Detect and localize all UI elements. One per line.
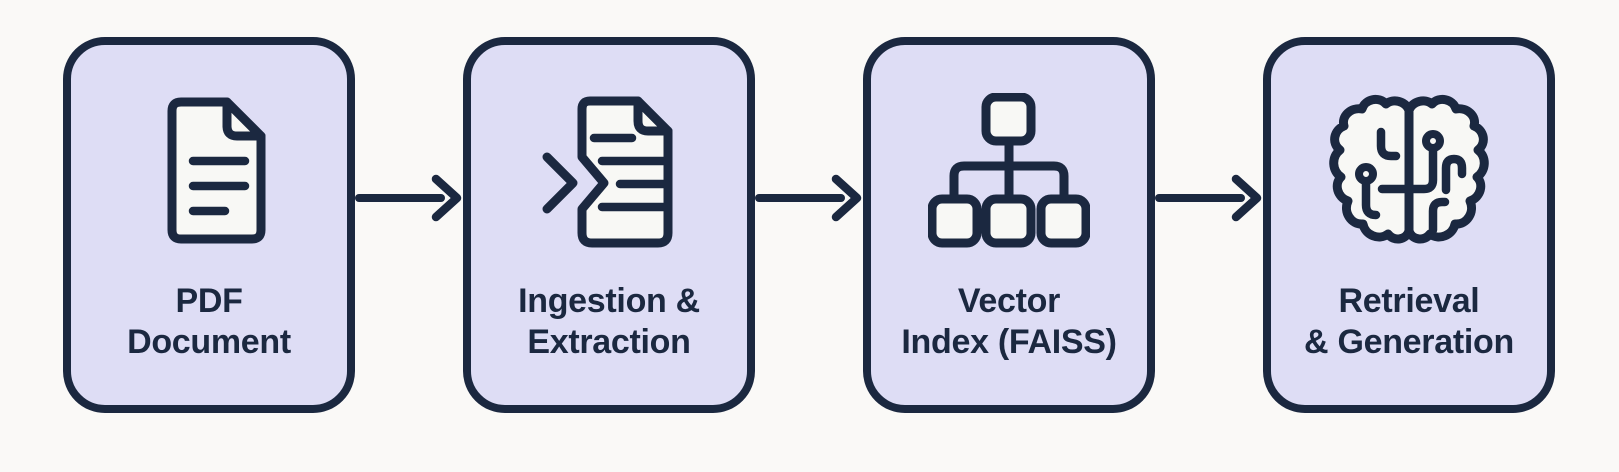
arrow-line [1155, 194, 1245, 202]
node-retrieval-generation: Retrieval & Generation [1263, 37, 1555, 413]
arrow-line [355, 194, 445, 202]
node-label: Ingestion & Extraction [518, 282, 700, 362]
arrow-head-icon [431, 174, 462, 222]
brain-circuit-icon [1329, 91, 1489, 249]
arrow-line [755, 194, 845, 202]
node-pdf-document: PDF Document [63, 37, 355, 413]
hierarchy-tree-icon [928, 91, 1090, 249]
arrow-head-icon [1231, 174, 1262, 222]
arrow-head-icon [831, 174, 862, 222]
pipeline-diagram: PDF Document Ingestion & Extraction [63, 37, 1555, 413]
node-label: Retrieval & Generation [1304, 282, 1514, 362]
flow-arrow-1 [355, 169, 463, 227]
flow-arrow-2 [755, 169, 863, 227]
document-icon [151, 91, 267, 249]
document-import-icon [536, 91, 682, 249]
node-label: Vector Index (FAISS) [901, 282, 1117, 362]
node-vector-index: Vector Index (FAISS) [863, 37, 1155, 413]
node-ingestion-extraction: Ingestion & Extraction [463, 37, 755, 413]
node-label: PDF Document [127, 282, 291, 362]
flow-arrow-3 [1155, 169, 1263, 227]
